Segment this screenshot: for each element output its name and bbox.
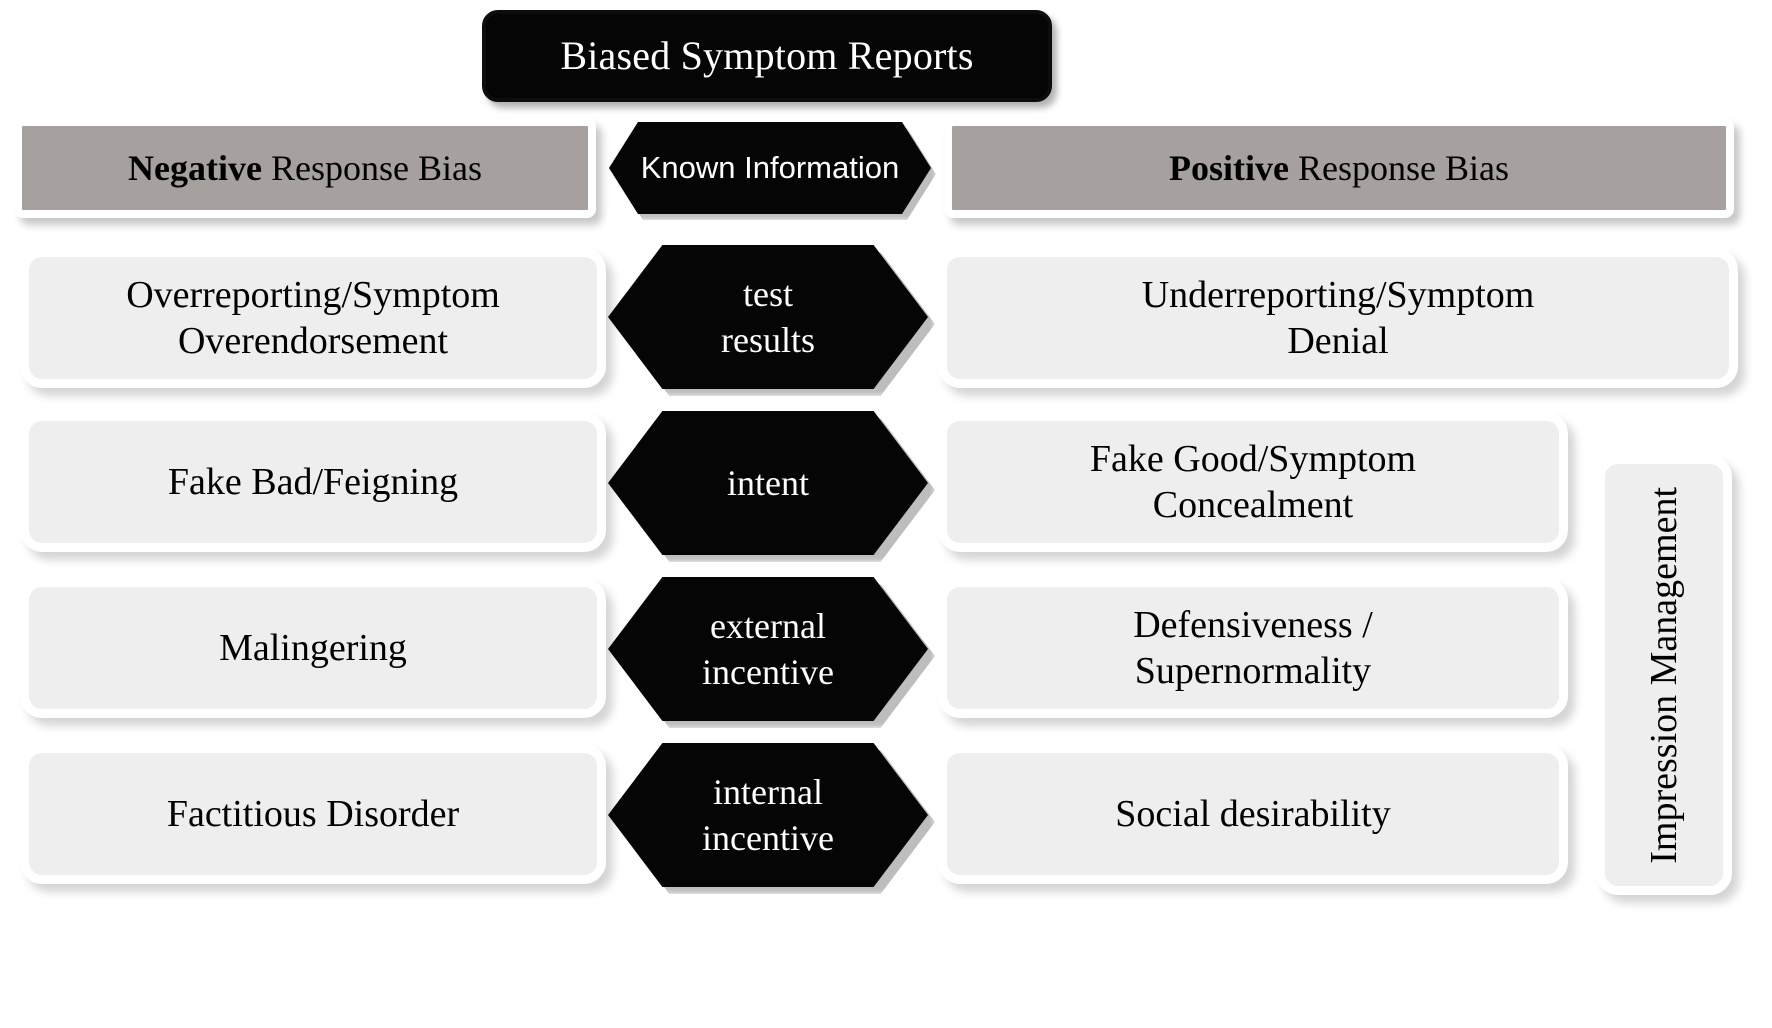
header-negative-bold: Negative: [128, 148, 262, 188]
header-positive-label: Positive Response Bias: [1169, 147, 1509, 189]
box-left-row-2-label: Fake Bad/Feigning: [167, 460, 459, 503]
header-negative-response-bias: Negative Response Bias: [14, 118, 596, 218]
diagram-title-node: Biased Symptom Reports: [482, 10, 1052, 102]
box-right-row-3: Defensiveness /Supernormality: [938, 578, 1568, 718]
hexagon-intent: intent: [608, 411, 928, 555]
hexagon-known-information-label: Known Information: [640, 150, 900, 186]
box-left-row-3: Malingering: [20, 578, 606, 718]
hexagon-intent-label: intent: [727, 462, 809, 503]
diagram-title-label: Biased Symptom Reports: [560, 33, 974, 78]
box-left-row-4-label: Factitious Disorder: [166, 792, 460, 835]
box-left-row-3-label: Malingering: [219, 626, 407, 669]
box-right-row-4-label: Social desirability: [1115, 792, 1391, 835]
box-right-row-3-label: Defensiveness /Supernormality: [1133, 603, 1373, 692]
header-positive-rest: Response Bias: [1288, 148, 1509, 188]
impression-management-label: Impression Management: [1643, 486, 1685, 864]
header-positive-response-bias: Positive Response Bias: [944, 118, 1734, 218]
box-left-row-4: Factitious Disorder: [20, 744, 606, 884]
header-positive-bold: Positive: [1169, 148, 1289, 188]
header-negative-rest: Response Bias: [261, 148, 482, 188]
box-impression-management: Impression Management: [1596, 455, 1732, 895]
header-negative-label: Negative Response Bias: [128, 147, 482, 189]
hexagon-known-information: Known Information: [609, 122, 931, 214]
box-right-row-4: Social desirability: [938, 744, 1568, 884]
box-left-row-2: Fake Bad/Feigning: [20, 412, 606, 552]
